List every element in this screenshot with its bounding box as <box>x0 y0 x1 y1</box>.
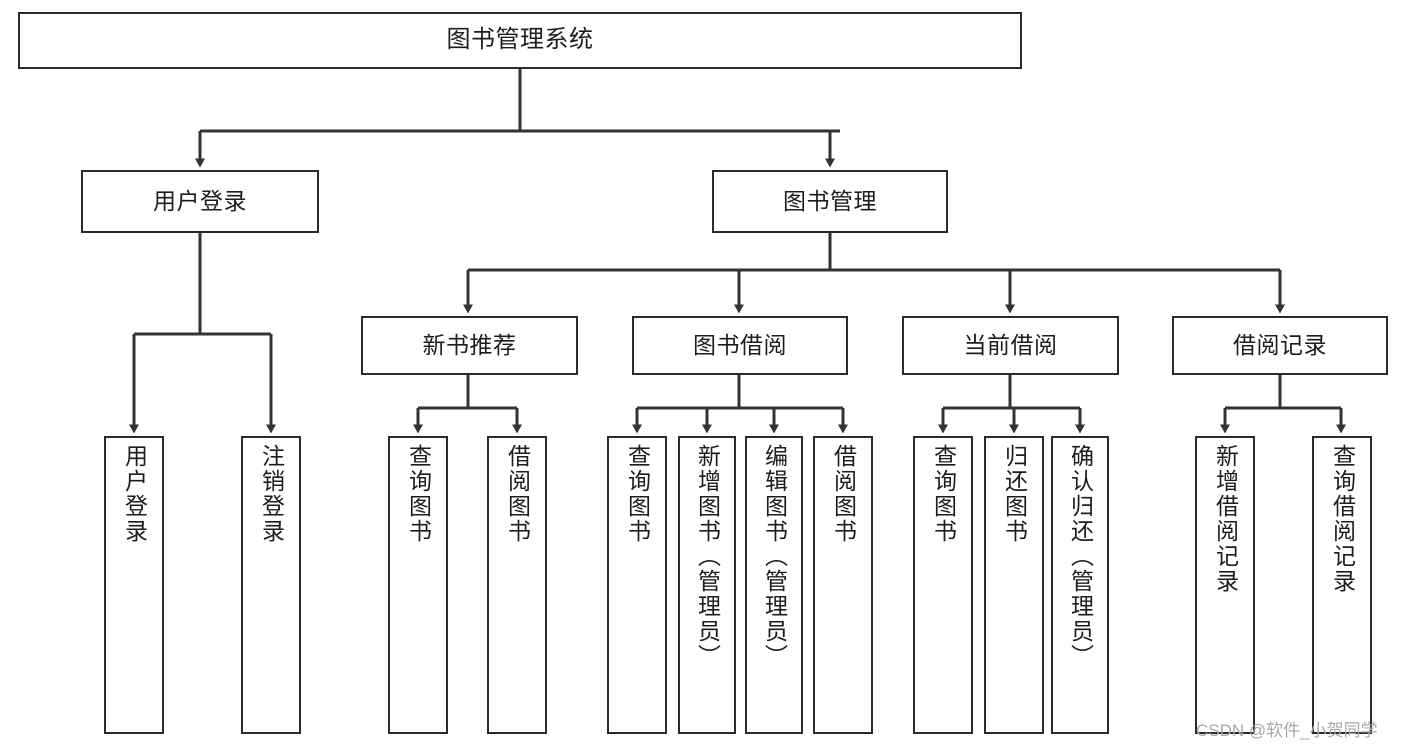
node-book-borrow-label: 图书借阅 <box>693 331 787 358</box>
node-book-borrow[interactable]: 图书借阅 <box>632 316 848 375</box>
node-leaf-user-login-label: 用户登录 <box>121 444 148 544</box>
node-leaf-return-book-label: 归还图书 <box>1001 444 1028 544</box>
node-leaf-query-book-current[interactable]: 查询图书 <box>913 436 973 734</box>
node-borrow-record-label: 借阅记录 <box>1233 331 1327 358</box>
node-leaf-add-borrow-record-label: 新增借阅记录 <box>1212 444 1239 594</box>
node-leaf-edit-book-admin[interactable]: 编辑图书（管理员） <box>745 436 803 734</box>
node-leaf-query-borrow-record[interactable]: 查询借阅记录 <box>1312 436 1372 734</box>
node-user-login[interactable]: 用户登录 <box>81 170 319 233</box>
node-leaf-query-book-rec-label: 查询图书 <box>405 444 432 544</box>
csdn-watermark: CSDN @软件_小贺同学 <box>1196 721 1378 740</box>
node-leaf-query-book-current-label: 查询图书 <box>930 444 957 544</box>
node-leaf-add-borrow-record[interactable]: 新增借阅记录 <box>1195 436 1255 734</box>
node-book-manage-label: 图书管理 <box>783 187 877 214</box>
node-book-manage[interactable]: 图书管理 <box>712 170 948 233</box>
node-leaf-borrow-book-rec[interactable]: 借阅图书 <box>487 436 547 734</box>
node-leaf-borrow-book-rec-label: 借阅图书 <box>504 444 531 544</box>
node-leaf-confirm-return-admin-label: 确认归还（管理员） <box>1067 444 1094 669</box>
node-leaf-user-logout[interactable]: 注销登录 <box>241 436 301 734</box>
node-leaf-confirm-return-admin[interactable]: 确认归还（管理员） <box>1051 436 1109 734</box>
node-root-system-label: 图书管理系统 <box>446 26 594 54</box>
node-leaf-query-book-borrow-label: 查询图书 <box>624 444 651 544</box>
node-leaf-borrow-book[interactable]: 借阅图书 <box>813 436 873 734</box>
node-borrow-record[interactable]: 借阅记录 <box>1172 316 1388 375</box>
node-current-borrow-label: 当前借阅 <box>963 331 1058 358</box>
node-leaf-add-book-admin-label: 新增图书（管理员） <box>694 444 721 669</box>
node-leaf-return-book[interactable]: 归还图书 <box>984 436 1044 734</box>
node-new-book-rec-label: 新书推荐 <box>422 331 517 358</box>
node-leaf-query-book-rec[interactable]: 查询图书 <box>388 436 448 734</box>
node-user-login-label: 用户登录 <box>153 187 247 214</box>
node-leaf-edit-book-admin-label: 编辑图书（管理员） <box>761 444 788 669</box>
node-leaf-borrow-book-label: 借阅图书 <box>830 444 857 544</box>
node-current-borrow[interactable]: 当前借阅 <box>902 316 1119 375</box>
node-new-book-rec[interactable]: 新书推荐 <box>361 316 578 375</box>
node-leaf-user-login[interactable]: 用户登录 <box>104 436 164 734</box>
node-leaf-user-logout-label: 注销登录 <box>258 444 285 544</box>
node-leaf-query-book-borrow[interactable]: 查询图书 <box>607 436 667 734</box>
node-leaf-query-borrow-record-label: 查询借阅记录 <box>1329 444 1356 594</box>
node-leaf-add-book-admin[interactable]: 新增图书（管理员） <box>678 436 736 734</box>
node-root-system[interactable]: 图书管理系统 <box>18 12 1022 69</box>
